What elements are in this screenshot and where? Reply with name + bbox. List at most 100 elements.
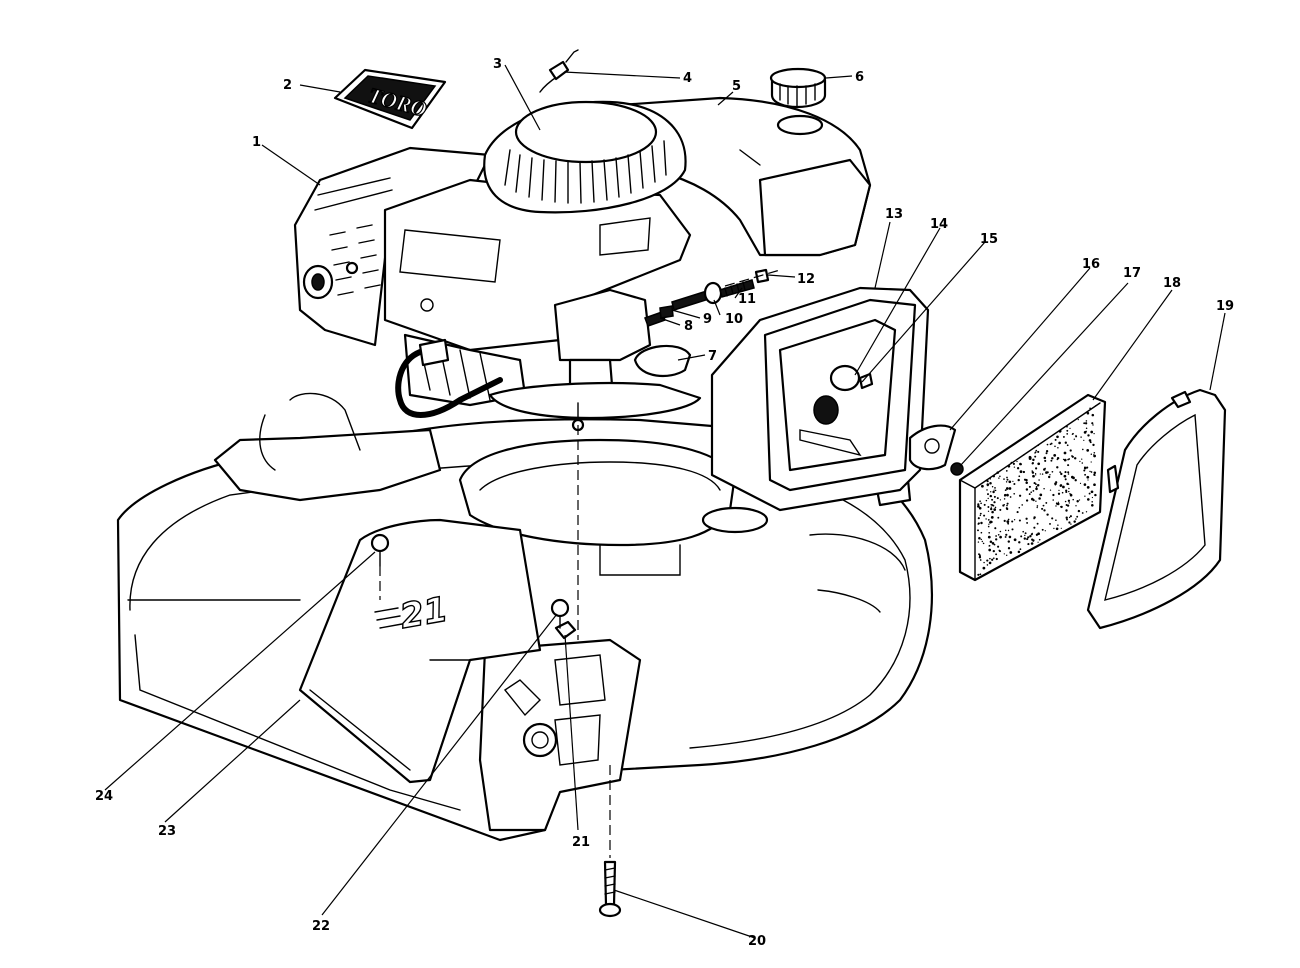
- foam-speck: [1078, 499, 1081, 501]
- foam-speck: [1093, 483, 1096, 487]
- foam-speck: [1086, 466, 1089, 469]
- carburetor-linkage: [644, 268, 770, 327]
- foam-speck: [1026, 521, 1029, 524]
- foam-speck: [1093, 471, 1097, 474]
- foam-speck: [991, 510, 994, 514]
- foam-speck: [989, 557, 991, 560]
- foam-speck: [1089, 470, 1091, 473]
- foam-speck: [1064, 478, 1067, 481]
- foam-speck: [1056, 435, 1059, 439]
- foam-speck: [1028, 455, 1032, 459]
- foam-speck: [1035, 486, 1038, 488]
- foam-speck: [979, 514, 982, 517]
- foam-speck: [1090, 430, 1094, 434]
- foam-speck: [1093, 473, 1096, 476]
- air-cleaner-cover: [1086, 388, 1227, 630]
- foam-speck: [1050, 459, 1053, 462]
- foam-speck: [1091, 496, 1093, 499]
- foam-speck: [1092, 443, 1095, 447]
- foam-speck: [1006, 502, 1009, 505]
- foam-speck: [1059, 430, 1061, 433]
- callout-18: 18: [1163, 276, 1181, 291]
- foam-speck: [993, 508, 997, 511]
- foam-speck: [1028, 493, 1031, 496]
- fuel-line: [539, 49, 579, 93]
- foam-speck: [1036, 506, 1038, 509]
- foam-speck: [1067, 483, 1070, 486]
- foam-speck: [1055, 519, 1057, 521]
- rear-shroud: 21: [298, 518, 542, 784]
- foam-speck: [1035, 467, 1038, 470]
- air-filter-element: [958, 393, 1107, 582]
- foam-speck: [1016, 511, 1019, 514]
- foam-speck: [977, 529, 979, 532]
- foam-speck: [1091, 413, 1095, 417]
- toro-nameplate: TORO: [333, 68, 447, 130]
- foam-speck: [1073, 520, 1076, 523]
- foam-speck: [1033, 482, 1036, 485]
- foam-speck: [1080, 436, 1082, 438]
- foam-speck: [998, 550, 1002, 553]
- foam-speck: [1051, 470, 1054, 473]
- foam-speck: [1013, 492, 1016, 495]
- foam-speck: [1024, 532, 1027, 535]
- foam-speck: [1007, 540, 1010, 543]
- foam-speck: [1017, 478, 1020, 482]
- foam-speck: [1006, 504, 1008, 507]
- foam-speck: [990, 520, 993, 524]
- foam-speck: [1018, 494, 1022, 497]
- foam-speck: [979, 559, 982, 561]
- foam-speck: [1007, 518, 1010, 521]
- foam-speck: [1091, 501, 1093, 503]
- foam-speck: [1003, 503, 1005, 506]
- foam-speck: [1054, 482, 1057, 486]
- gasket: [908, 424, 957, 471]
- foam-speck: [1072, 498, 1074, 501]
- callout-16: 16: [1082, 257, 1100, 272]
- foam-speck: [1037, 462, 1041, 466]
- foam-speck: [1034, 452, 1036, 454]
- foam-speck: [1044, 530, 1046, 532]
- foam-speck: [1090, 453, 1093, 456]
- foam-speck: [978, 536, 981, 540]
- foam-speck: [1019, 548, 1022, 551]
- callout-17: 17: [1123, 266, 1141, 281]
- foam-speck: [1086, 411, 1090, 415]
- foam-speck: [1016, 467, 1020, 470]
- foam-speck: [1006, 507, 1009, 511]
- foam-speck: [1031, 462, 1034, 465]
- foam-speck: [1062, 435, 1065, 438]
- callout-13: 13: [885, 207, 903, 222]
- foam-speck: [977, 517, 980, 520]
- foam-speck: [1032, 474, 1035, 478]
- foam-speck: [1065, 516, 1068, 519]
- foam-speck: [987, 493, 989, 496]
- foam-speck: [1026, 538, 1029, 541]
- foam-speck: [988, 548, 992, 552]
- foam-speck: [1011, 528, 1014, 531]
- foam-speck: [1005, 470, 1008, 472]
- foam-speck: [1006, 476, 1008, 479]
- foam-speck: [1042, 504, 1045, 507]
- foam-speck: [995, 538, 998, 541]
- foam-speck: [1004, 489, 1007, 491]
- foam-speck: [1013, 482, 1016, 486]
- foam-speck: [990, 507, 993, 511]
- foam-speck: [1069, 449, 1072, 452]
- foam-speck: [1007, 529, 1010, 532]
- foam-speck: [1007, 523, 1010, 525]
- foam-speck: [1037, 541, 1039, 543]
- foam-speck: [1066, 425, 1068, 428]
- foam-speck: [978, 554, 981, 557]
- foam-speck: [987, 497, 989, 500]
- foam-speck: [988, 544, 991, 547]
- foam-speck: [993, 489, 995, 491]
- foam-speck: [987, 525, 990, 528]
- foam-speck: [986, 489, 988, 491]
- foam-speck: [1074, 479, 1077, 482]
- foam-speck: [1090, 461, 1092, 463]
- foam-speck: [1030, 542, 1034, 545]
- foam-speck: [1012, 462, 1015, 465]
- foam-speck: [1052, 493, 1055, 497]
- foam-speck: [1067, 464, 1070, 467]
